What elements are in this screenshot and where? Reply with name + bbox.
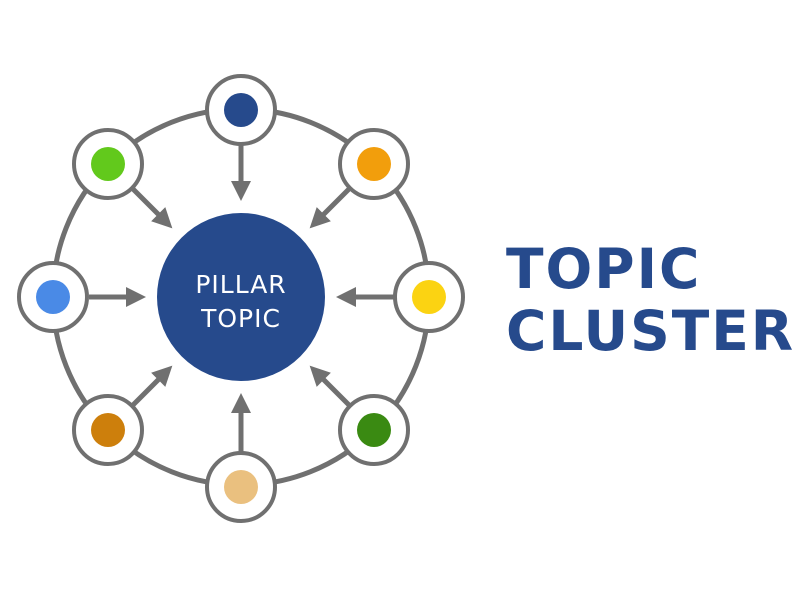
arrow-bottom-right bbox=[309, 365, 352, 408]
node-dot-icon bbox=[412, 280, 446, 314]
cluster-node-left bbox=[17, 261, 89, 333]
cluster-node-top bbox=[205, 74, 277, 146]
pillar-label-line1: PILLAR bbox=[195, 270, 286, 299]
title-line-1: TOPIC bbox=[506, 237, 702, 301]
cluster-node-top-right bbox=[338, 128, 410, 200]
arrow-top-left bbox=[130, 186, 173, 229]
node-dot-icon bbox=[357, 147, 391, 181]
arrow-top-right bbox=[309, 186, 352, 229]
node-dot-icon bbox=[224, 470, 258, 504]
node-dot-icon bbox=[36, 280, 70, 314]
arrow-bottom-left bbox=[130, 365, 173, 408]
cluster-node-top-left bbox=[72, 128, 144, 200]
title-line-2: CLUSTER bbox=[506, 299, 796, 363]
diagram-title: TOPIC CLUSTER bbox=[506, 238, 795, 362]
cluster-node-bottom-left bbox=[72, 394, 144, 466]
node-dot-icon bbox=[91, 147, 125, 181]
cluster-node-bottom bbox=[205, 451, 277, 523]
cluster-node-right bbox=[393, 261, 465, 333]
cluster-node-bottom-right bbox=[338, 394, 410, 466]
pillar-label-line2: TOPIC bbox=[200, 304, 281, 333]
node-dot-icon bbox=[357, 413, 391, 447]
pillar-circle bbox=[157, 213, 325, 381]
pillar-topic: PILLAR TOPIC bbox=[157, 213, 325, 381]
arrows bbox=[89, 144, 395, 453]
node-dot-icon bbox=[91, 413, 125, 447]
node-dot-icon bbox=[224, 93, 258, 127]
